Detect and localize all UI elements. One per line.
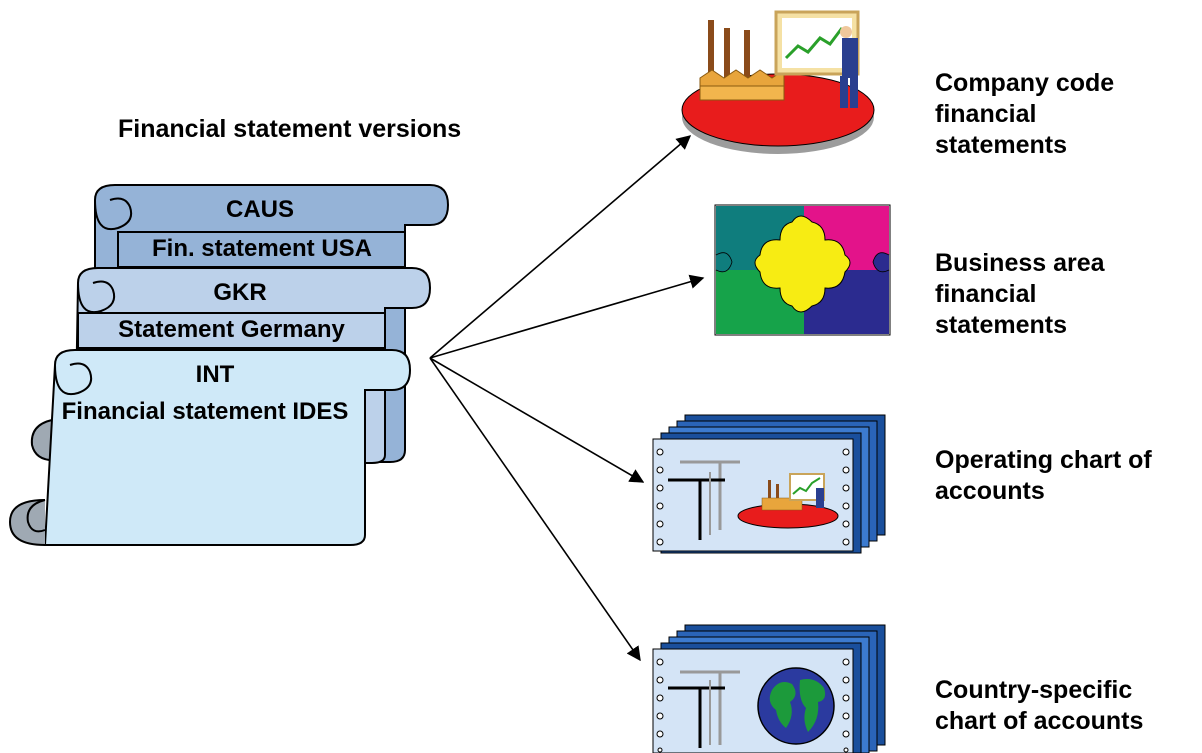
target-business-area-label: Business area financial statements [935, 249, 1105, 339]
target-company-code-label: Company code financial statements [935, 69, 1115, 159]
versions-title: Financial statement versions [118, 115, 462, 143]
scroll-caus-description: Fin. statement USA [151, 235, 373, 262]
arrow-to-operating-coa [429, 357, 645, 483]
scroll-caus-code: CAUS [225, 196, 294, 223]
chart-of-accounts-globe-icon [652, 624, 886, 753]
scroll-int-description: Financial statement IDES [61, 398, 349, 425]
scroll-int-code: INT [195, 361, 235, 388]
scroll-gkr-code: GKR [213, 279, 267, 306]
target-operating-coa-label: Operating chart of accounts [935, 446, 1152, 505]
arrow-to-company-code [429, 135, 692, 359]
scroll-gkr-description: Statement Germany [118, 316, 345, 343]
chart-of-accounts-factory-icon [652, 414, 886, 554]
scroll-int [8, 349, 412, 546]
target-country-coa-label: Country-specific chart of accounts [935, 676, 1144, 735]
factory-presentation-icon [681, 10, 875, 154]
arrow-to-business-area [429, 274, 705, 359]
arrow-to-country-coa [429, 357, 641, 662]
arrows [429, 135, 705, 662]
puzzle-icon [714, 204, 891, 336]
